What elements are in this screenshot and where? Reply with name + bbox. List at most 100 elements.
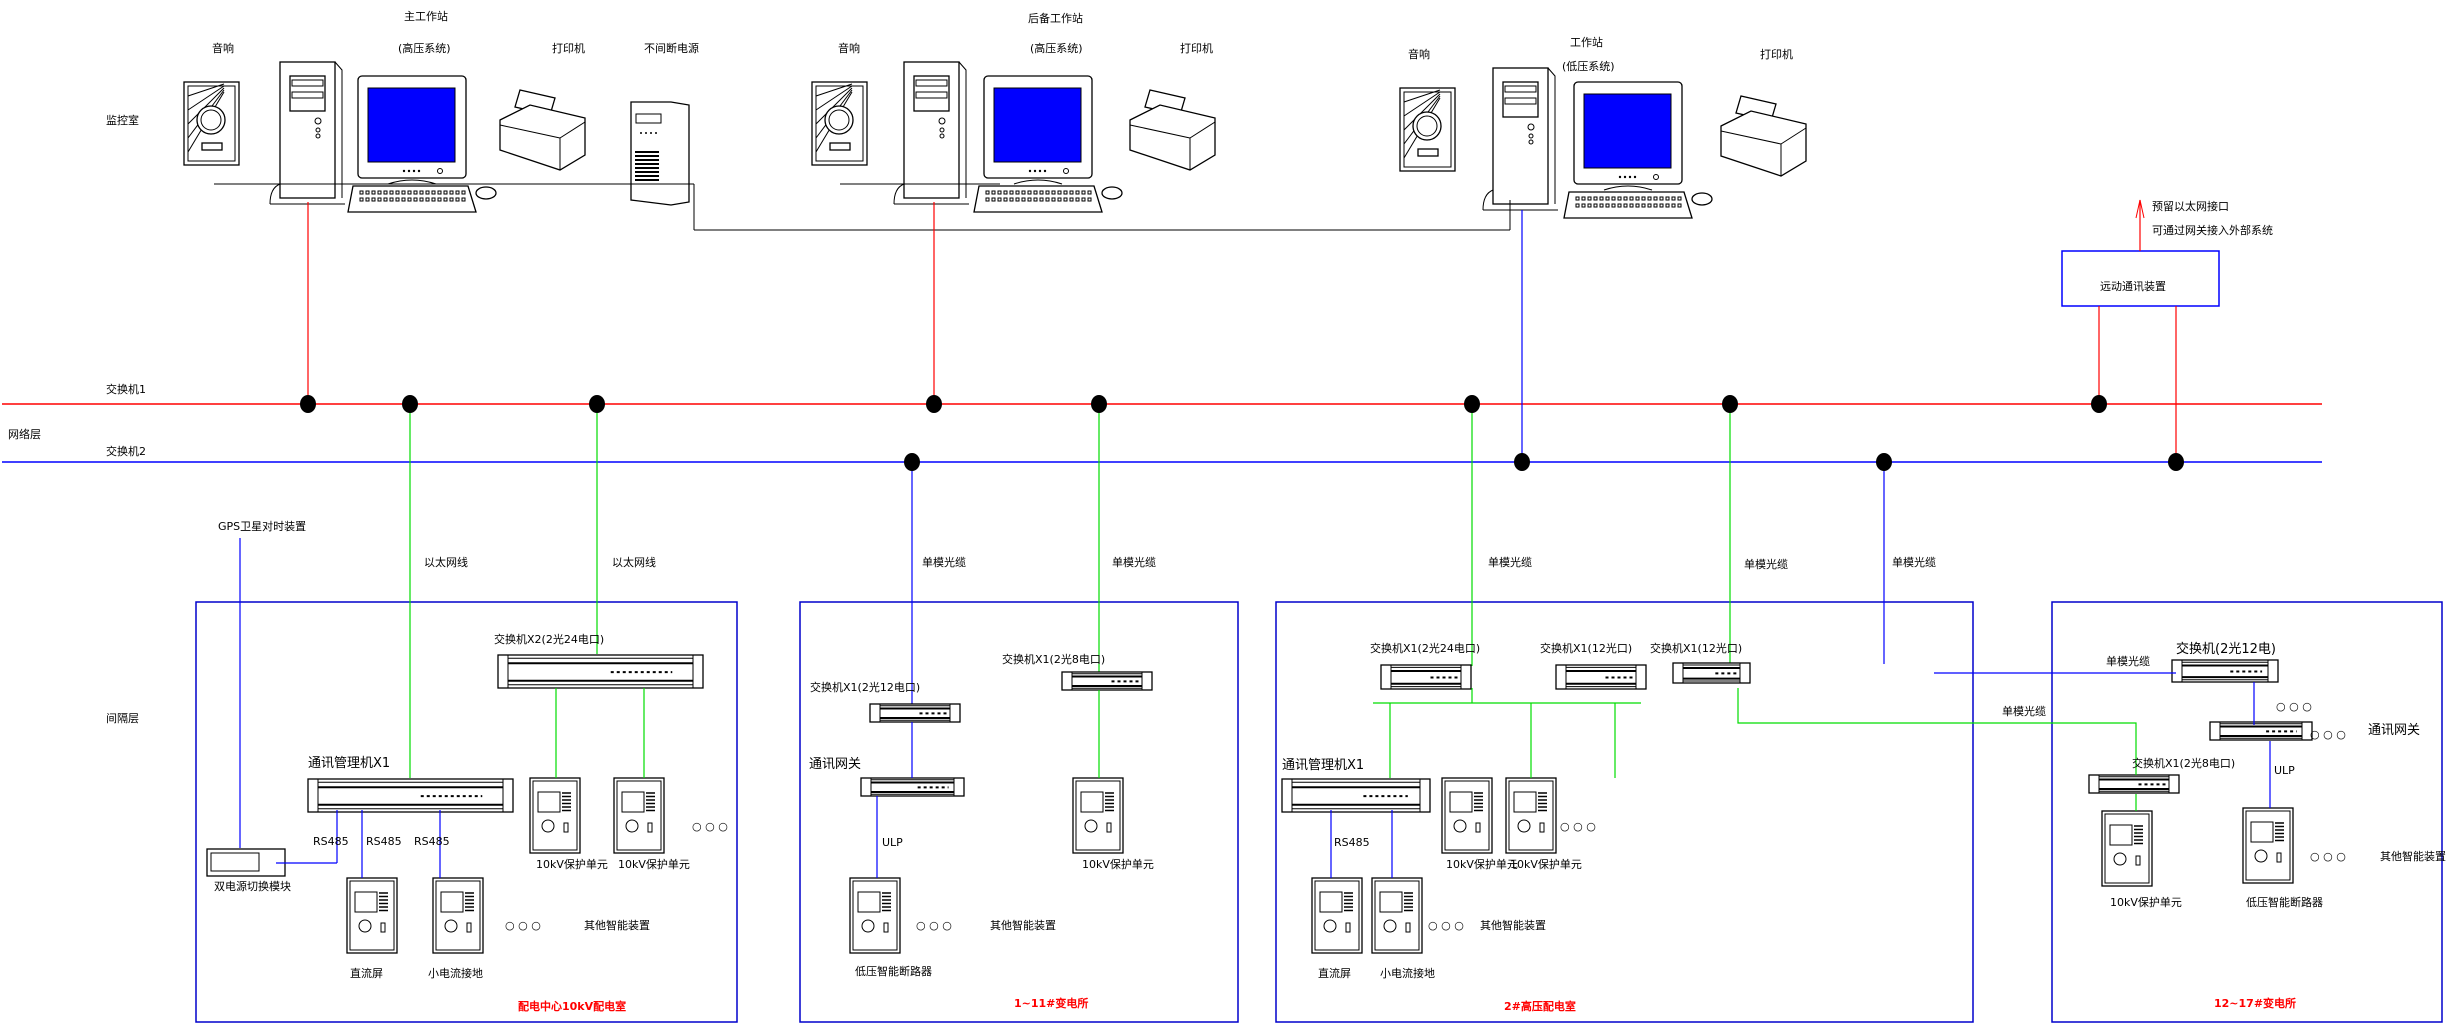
bus-junction-nodes [300,395,2184,471]
s2-switch-b-label: 交换机X1(2光8电口) [1002,652,1105,666]
s3-switch-a-label: 交换机X1(2光24电口) [1370,641,1480,655]
bus-a-label: 交换机1 [106,382,146,396]
s4-switch-main-device[interactable] [2171,659,2279,683]
s4-switch-sub-device[interactable] [2088,774,2180,794]
section-box-3 [1275,601,1974,1023]
keyboard-icon [347,185,477,213]
s4-device-label-2: 低压智能断路器 [2246,895,2323,909]
ws3-title: 工作站 [1570,35,1603,49]
s4-ulp-label: ULP [2274,764,2295,777]
bus-b-label: 交换机2 [106,444,146,458]
s1-link-label-1: 以太网线 [424,555,468,569]
ups-icon [630,101,690,206]
s1-relay-2[interactable] [613,777,665,854]
s2-gateway-device[interactable] [860,777,965,797]
s1-comm-manager-label: 通讯管理机X1 [308,756,390,771]
s4-switch-sub-label: 交换机X1(2光8电口) [2132,756,2235,770]
s3-link-label-3: 单模光缆 [1892,555,1936,569]
s2-ulp-label: ULP [882,836,903,849]
s2-gateway-label: 通讯网关 [809,757,861,772]
section-1-caption: 配电中心10kV配电室 [518,999,626,1013]
s1-device-label-1: 直流屏 [350,966,383,980]
s3-switch-c-device[interactable] [1672,662,1751,684]
s4-dots-2: ○ ○ ○ [2310,728,2346,741]
s2-others-label: 其他智能装置 [990,918,1056,932]
bus-junction-node [1722,395,1738,413]
s3-comm-manager-device[interactable] [1281,778,1431,813]
pc-tower-icon [893,61,969,205]
gps-device-label: 双电源切换模块 [214,879,291,893]
ws1-speaker-label: 音响 [212,41,234,55]
s2-lv-breaker[interactable] [849,877,901,954]
ws1-printer-label: 打印机 [552,41,585,55]
pc-tower-icon [269,61,345,205]
ws1-subtitle: (高压系统) [398,41,451,55]
s3-dc-panel[interactable] [1311,877,1363,954]
workstation-area [183,61,1807,219]
bus-junction-node [926,395,942,413]
s1-rs485-label-3: RS485 [414,835,450,848]
section-box-1 [195,601,738,1023]
printer-icon [1129,89,1216,171]
s3-s4-link-label: 单模光缆 [2002,704,2046,718]
s4-lv-breaker[interactable] [2242,807,2294,884]
level-label-bay: 间隔层 [106,712,139,725]
s3-link-label-2: 单模光缆 [1744,557,1788,571]
bay-devices [206,654,2313,954]
s1-link-label-2: 以太网线 [612,555,656,569]
section-box-4 [2051,601,2443,1023]
s3-relay-1[interactable] [1441,777,1493,854]
s3-switch-a-device[interactable] [1380,664,1472,690]
s3-switch-b-device[interactable] [1555,664,1647,690]
s1-switch-label: 交换机X2(2光24电口) [494,632,604,646]
telecontrol-note-2: 可通过网关接入外部系统 [2152,223,2273,237]
ws2-speaker-label: 音响 [838,41,860,55]
s3-dots-2: ○ ○ ○ [1560,820,1596,833]
bus-junction-node [1464,395,1480,413]
pc-tower-icon [1482,67,1558,211]
monitor-screen [1583,93,1672,169]
s3-small-current[interactable] [1371,877,1423,954]
s1-others-label: 其他智能装置 [584,918,650,932]
ups-label: 不间断电源 [644,41,699,55]
speaker-icon [1399,87,1456,172]
s3-device-label-4: 10kV保护单元 [1510,857,1582,871]
s2-switch-a-device[interactable] [869,703,961,723]
s4-device-label-1: 10kV保护单元 [2110,895,2182,909]
ws3-printer-label: 打印机 [1760,47,1793,61]
s4-relay[interactable] [2101,810,2153,887]
s3-device-label-1: 直流屏 [1318,966,1351,980]
s1-rs485-label-1: RS485 [313,835,349,848]
s4-others-label: 其他智能装置 [2380,849,2446,863]
s1-dc-panel[interactable] [346,877,398,954]
s1-device-label-3: 10kV保护单元 [536,857,608,871]
bus-junction-node [904,453,920,471]
s3-relay-2[interactable] [1505,777,1557,854]
s1-dots-1: ○ ○ ○ [505,919,541,932]
bus-junction-node [1514,453,1530,471]
s1-dots-2: ○ ○ ○ [692,820,728,833]
s1-switch-device[interactable] [497,654,704,689]
s3-others-label: 其他智能装置 [1480,918,1546,932]
s1-relay-1[interactable] [529,777,581,854]
s4-gateway-label: 通讯网关 [2368,723,2420,738]
mouse-icon [475,186,497,200]
telecontrol-device-box[interactable] [2061,250,2220,307]
bus-junction-node [1876,453,1892,471]
s2-relay[interactable] [1072,777,1124,854]
ws3-speaker-label: 音响 [1408,47,1430,61]
s3-rs485-label: RS485 [1334,836,1370,849]
ws2-title: 后备工作站 [1028,11,1083,25]
speaker-icon [811,81,868,166]
s2-switch-b-device[interactable] [1061,671,1153,691]
s3-switch-c-label: 交换机X1(12光口) [1650,641,1742,655]
section-4-caption: 12~17#变电所 [2214,996,2296,1010]
s4-gateway-device[interactable] [2209,721,2313,741]
s4-link-label: 单模光缆 [2106,654,2150,668]
s1-comm-manager-device[interactable] [307,778,514,813]
s1-small-current[interactable] [432,877,484,954]
bus-junction-node [589,395,605,413]
monitor-icon [983,75,1093,185]
monitor-screen [993,87,1082,163]
s3-dots-1: ○ ○ ○ [1428,919,1464,932]
